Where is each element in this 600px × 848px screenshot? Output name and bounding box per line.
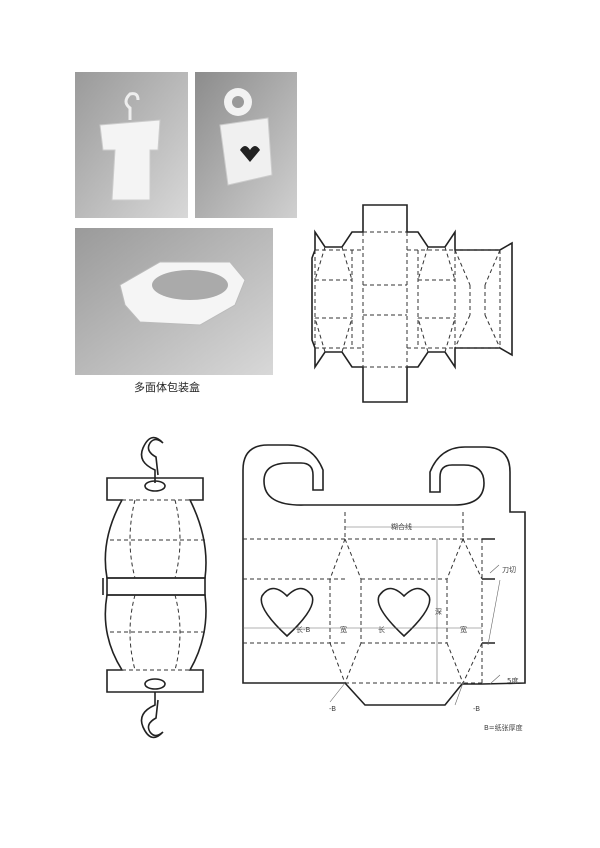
photo-polyhedron-box (75, 228, 273, 375)
polyhedron-box-net (311, 204, 513, 403)
diagram-labels: 糊合线 刀切 深 长-B 宽 长 宽 5度 -B -B B=纸张厚度 (296, 522, 523, 732)
label-minus-b-right: -B (473, 705, 480, 713)
photo-caption: 多面体包装盒 (134, 380, 200, 394)
heart-cutout-right (377, 587, 431, 638)
heart-cutout-left (260, 587, 314, 638)
photo-hanger-box (75, 72, 188, 218)
photo-heart-box (195, 72, 297, 218)
label-width-2: 宽 (460, 625, 467, 634)
label-width-1: 宽 (340, 625, 347, 634)
label-angle: 5度 (507, 676, 518, 685)
heart-box-net (242, 444, 526, 706)
hanger-box-net (102, 436, 207, 739)
label-length: 长 (378, 625, 385, 634)
label-depth: 深 (435, 607, 442, 616)
label-legend: B=纸张厚度 (484, 723, 523, 732)
label-length-minus-b: 长-B (296, 625, 311, 634)
label-knife-cut: 刀切 (502, 566, 516, 574)
label-minus-b-left: -B (329, 705, 336, 713)
label-glue-line: 糊合线 (391, 522, 412, 531)
